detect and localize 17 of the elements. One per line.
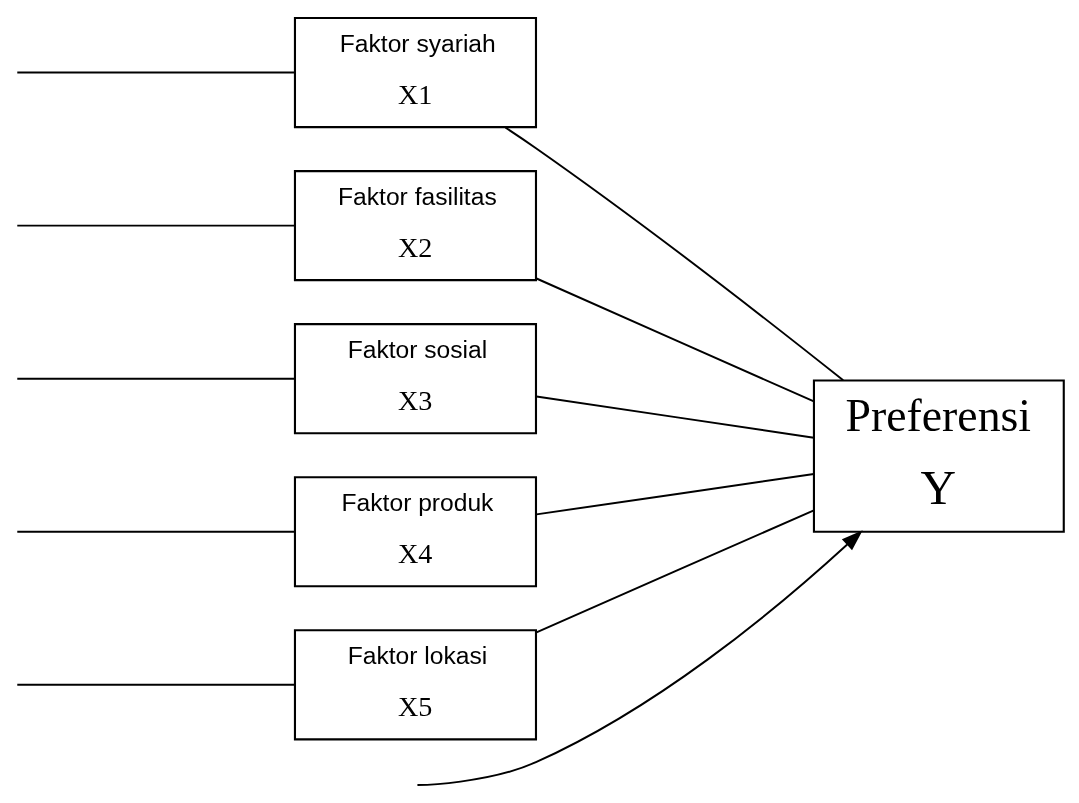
connector <box>535 277 815 402</box>
connector <box>16 71 296 74</box>
connector <box>16 530 296 533</box>
node-box: Faktor syariah X1 <box>293 16 538 128</box>
connector <box>16 224 296 227</box>
arrow <box>416 529 863 786</box>
node-box: Faktor produk X4 <box>293 475 538 587</box>
connector <box>535 508 815 633</box>
node-box: Faktor fasilitas X2 <box>293 169 538 281</box>
node-box: Preferensi Y <box>812 378 1065 533</box>
connector <box>16 377 296 380</box>
connector <box>535 394 815 439</box>
connector <box>16 683 296 686</box>
node-box: Faktor lokasi X5 <box>293 628 538 740</box>
connector <box>504 126 845 381</box>
node-box: Faktor sosial X3 <box>293 322 538 434</box>
connector <box>535 472 815 515</box>
